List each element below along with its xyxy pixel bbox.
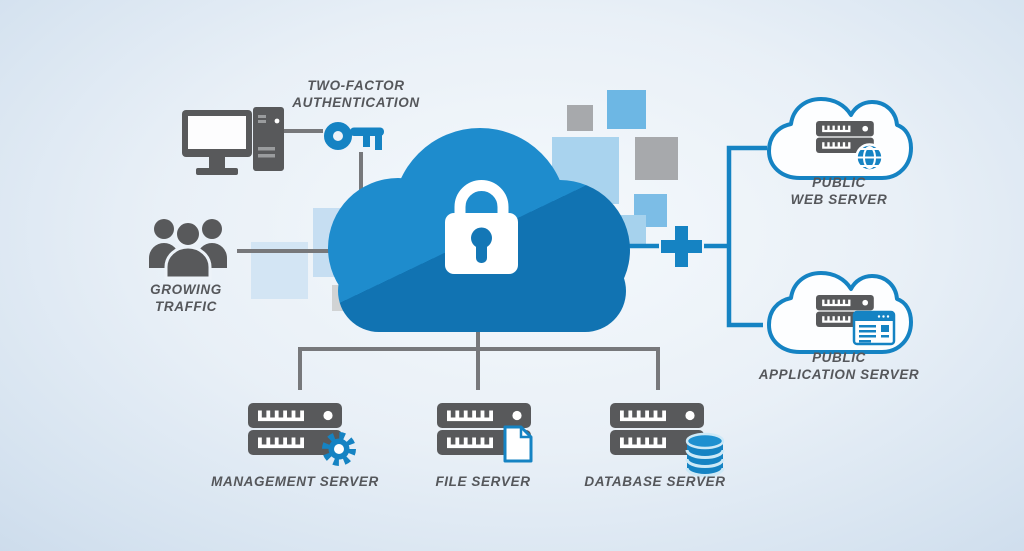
globe-icon [855,143,884,172]
cloud-server-app-window-icon [767,271,913,354]
two-factor-label: TWO-FACTOR AUTHENTICATION [246,77,466,111]
growing-traffic-line1: GROWING [150,282,222,297]
public-web-line1: PUBLIC [812,175,866,190]
server-gear-icon [248,403,356,466]
two-factor-line1: TWO-FACTOR [307,78,405,93]
growing-traffic-label: GROWING TRAFFIC [106,281,266,315]
server-database-icon [610,403,725,477]
public-application-server-label: PUBLIC APPLICATION SERVER [744,349,934,383]
plus-icon [661,226,702,267]
users-group-icon [149,219,227,280]
database-server-label: DATABASE SERVER [584,474,726,489]
public-app-line1: PUBLIC [812,350,866,365]
public-web-line2: WEB SERVER [790,192,888,207]
public-app-line2: APPLICATION SERVER [758,367,920,382]
decor-square [635,137,678,180]
app-window-icon [852,310,896,346]
server-document-icon [437,403,533,463]
document-icon [503,425,533,463]
public-web-server-label: PUBLIC WEB SERVER [749,174,929,208]
connector-branch-to-servers [298,347,660,390]
two-factor-line2: AUTHENTICATION [292,95,420,110]
growing-traffic-line2: TRAFFIC [155,299,217,314]
bracket-to-public-clouds [726,145,767,328]
decor-square [567,105,593,131]
padlock-icon [445,180,518,274]
desktop-computer-icon [182,107,284,175]
gear-icon [322,432,356,466]
blue-connectors [629,145,767,328]
cloud-server-globe-icon [767,97,913,180]
cloud-padlock-icon [328,128,630,332]
database-icon [685,432,725,477]
file-server-label: FILE SERVER [435,474,531,489]
management-server-label: MANAGEMENT SERVER [211,474,379,489]
gray-connectors [237,129,660,390]
key-icon [324,122,384,150]
decor-square [607,90,646,129]
